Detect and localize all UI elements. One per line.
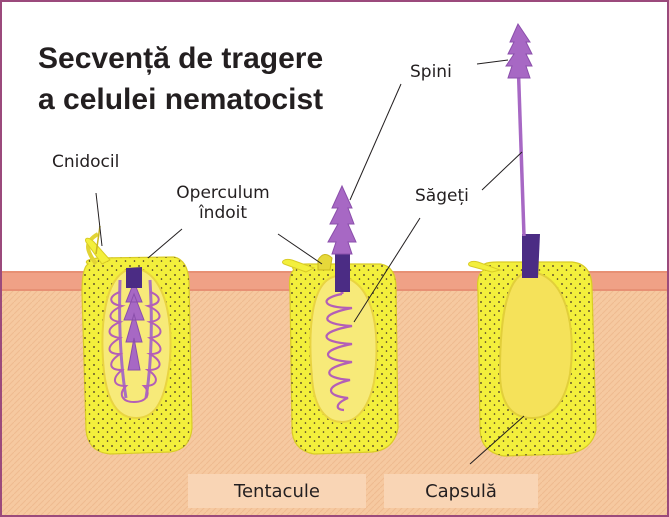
operculum-3 bbox=[522, 234, 540, 278]
label-sageti: Săgeți bbox=[415, 186, 469, 206]
cell-discharged bbox=[468, 24, 596, 456]
title-line-1: Secvență de tragere bbox=[38, 42, 323, 75]
operculum-1 bbox=[126, 267, 142, 288]
cell-firing bbox=[282, 186, 398, 454]
empty-capsule bbox=[500, 272, 572, 418]
label-operculum-line1: Operculum bbox=[176, 183, 269, 203]
title-line-2: a celulei nematocist bbox=[38, 83, 323, 116]
discharged-barb bbox=[506, 24, 532, 78]
cell-undischarged bbox=[82, 226, 192, 454]
label-box-capsula: Capsulă bbox=[384, 474, 538, 508]
diagram-title: Secvență de tragere a celulei nematocist bbox=[38, 38, 323, 120]
discharged-thread bbox=[518, 58, 524, 236]
label-spini: Spini bbox=[410, 62, 452, 82]
label-cnidocil: Cnidocil bbox=[52, 152, 119, 172]
label-operculum-line2: îndoit bbox=[199, 203, 247, 223]
label-operculum: Operculum îndoit bbox=[162, 183, 284, 223]
label-box-tentacule: Tentacule bbox=[188, 474, 366, 508]
operculum-2 bbox=[335, 248, 350, 292]
